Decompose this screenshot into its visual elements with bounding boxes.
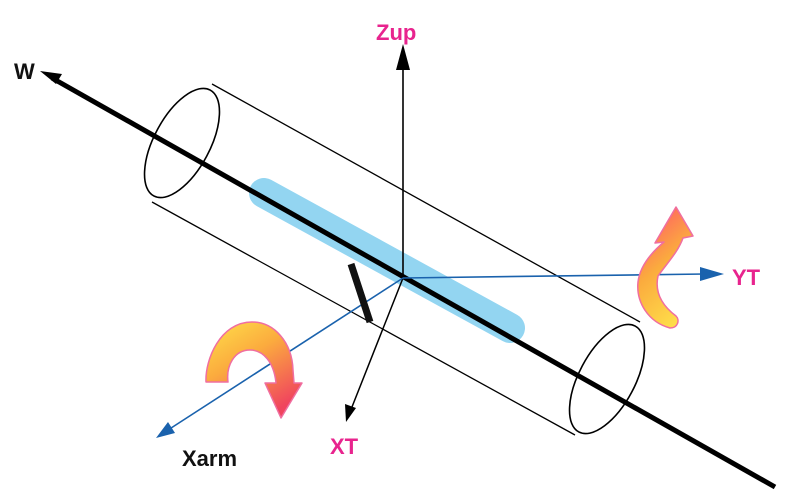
w-arrow-head	[40, 71, 62, 84]
cylinder-side-bottom	[151, 201, 576, 436]
xt-arrow-head	[345, 404, 356, 422]
cylinder-end-right	[568, 323, 646, 435]
label-xarm: Xarm	[182, 446, 237, 471]
label-w: W	[14, 59, 35, 84]
xt-axis	[349, 277, 404, 413]
label-yt: YT	[732, 265, 761, 290]
marker-bar	[347, 262, 374, 324]
cylinder-side-top	[211, 83, 641, 323]
yt-arrow-head	[700, 267, 724, 281]
cylinder-end-left	[143, 87, 221, 199]
rotation-arrow-left-icon	[205, 321, 303, 419]
w-beam-axis	[50, 75, 777, 490]
beam-highlight	[249, 178, 525, 343]
zup-arrow-head	[396, 44, 410, 70]
label-xt: XT	[330, 434, 359, 459]
rotation-arrow-right-icon	[637, 206, 694, 329]
label-zup: Zup	[376, 20, 416, 45]
xarm-arrow-head	[156, 422, 175, 438]
